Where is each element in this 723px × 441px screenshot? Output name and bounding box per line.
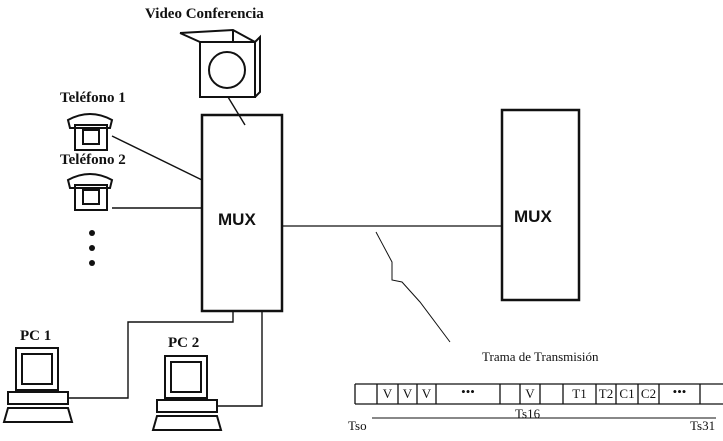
mux-right-box xyxy=(502,110,579,300)
mux-right-label: MUX xyxy=(514,207,552,227)
phone-2-label: Teléfono 2 xyxy=(60,152,126,169)
more-devices-dots xyxy=(89,230,95,266)
pc-2-label: PC 2 xyxy=(168,335,199,352)
frame-cell: T2 xyxy=(596,386,616,402)
phone-2-icon xyxy=(68,174,112,210)
frame-cell: C1 xyxy=(616,386,638,402)
pc-1-label: PC 1 xyxy=(20,328,51,345)
video-link-line xyxy=(228,97,245,125)
frame-cell: V xyxy=(377,386,398,402)
phone-1-label: Teléfono 1 xyxy=(60,90,126,107)
frame-title: Trama de Transmisión xyxy=(482,349,599,365)
timeslot-tick-label: Ts16 xyxy=(515,406,540,422)
phone-1-icon xyxy=(68,114,112,150)
pc-2-icon xyxy=(153,356,221,430)
video-camera-icon xyxy=(180,30,260,97)
frame-cell: V xyxy=(398,386,417,402)
frame-cell: V xyxy=(520,386,540,402)
pc-2-line xyxy=(217,311,262,406)
timeslot-tick-label: Tso xyxy=(348,418,367,434)
frame-cell: ••• xyxy=(659,384,700,400)
frame-pointer-line xyxy=(376,232,450,342)
frame-cell: C2 xyxy=(638,386,659,402)
timeslot-tick-label: Ts31 xyxy=(690,418,723,434)
pc-1-line xyxy=(68,311,233,398)
pc-1-icon xyxy=(4,348,72,422)
frame-cell: V xyxy=(417,386,436,402)
mux-left-label: MUX xyxy=(218,210,256,230)
frame-cell: T1 xyxy=(563,386,596,402)
video-conference-label: Video Conferencia xyxy=(145,6,264,23)
frame-cell: ••• xyxy=(436,384,500,400)
